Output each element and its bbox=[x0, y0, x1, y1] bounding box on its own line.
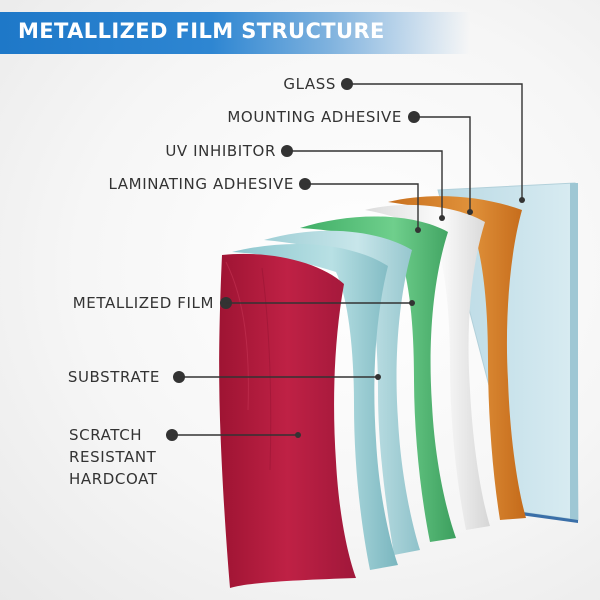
label-mounting-adhesive: MOUNTING ADHESIVE bbox=[227, 108, 402, 126]
label-uv-inhibitor: UV INHIBITOR bbox=[165, 142, 276, 160]
label-scratch-resistant-hardcoat: SCRATCH RESISTANT HARDCOAT bbox=[69, 424, 199, 490]
label-hardcoat-line2: RESISTANT bbox=[69, 448, 157, 466]
label-hardcoat-line1: SCRATCH bbox=[69, 426, 143, 444]
laminating-adhesive-layer bbox=[300, 216, 456, 542]
hardcoat-layer bbox=[219, 253, 356, 588]
uv-inhibitor-layer bbox=[365, 204, 490, 530]
mounting-adhesive-layer bbox=[388, 196, 526, 520]
leader-lines bbox=[166, 78, 525, 441]
label-substrate: SUBSTRATE bbox=[67, 368, 160, 386]
metallized-film-layer bbox=[264, 230, 420, 555]
substrate-layer bbox=[232, 243, 398, 570]
label-metallized-film: METALLIZED FILM bbox=[72, 294, 214, 312]
title-bar bbox=[0, 12, 470, 54]
label-hardcoat-line3: HARDCOAT bbox=[69, 470, 158, 488]
label-glass: GLASS bbox=[283, 75, 336, 93]
page-title: METALLIZED FILM STRUCTURE bbox=[18, 19, 385, 43]
label-laminating-adhesive: LAMINATING ADHESIVE bbox=[108, 175, 294, 193]
